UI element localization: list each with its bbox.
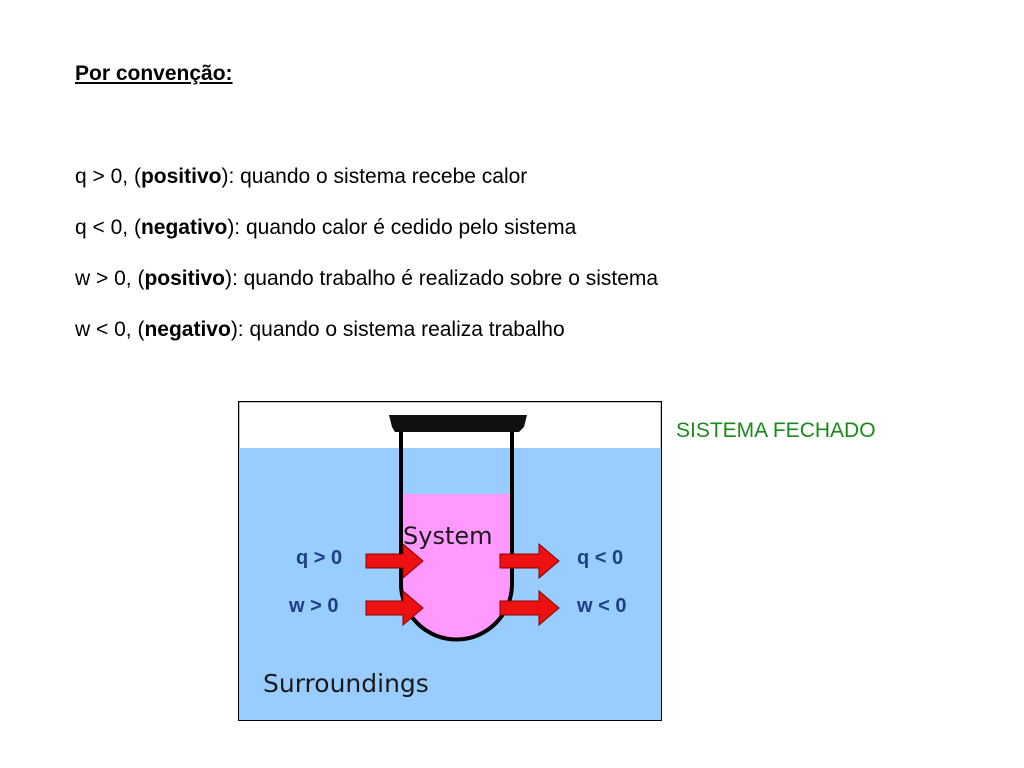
slide-heading: Por convenção: <box>75 62 233 85</box>
arrow-work-out <box>499 589 560 627</box>
system-label: System <box>403 522 493 550</box>
closed-system-label: SISTEMA FECHADO <box>676 419 876 442</box>
system-contents <box>401 494 512 640</box>
rule-text: ): quando o sistema recebe calor <box>221 165 528 188</box>
rule-text: ): quando trabalho é realizado sobre o s… <box>224 267 659 290</box>
rule-w-negative: w < 0, (negativo): quando o sistema real… <box>75 318 565 342</box>
arrow-work-in <box>365 589 424 627</box>
rule-emphasis: negativo <box>144 318 231 341</box>
rule-emphasis: negativo <box>140 216 228 239</box>
arrow-heat-in <box>365 542 424 580</box>
rule-lead: q < 0, ( <box>75 216 141 239</box>
diagram-graphic: System Surroundings <box>238 401 662 721</box>
rule-q-positive: q > 0, (positivo): quando o sistema rece… <box>75 165 527 189</box>
work-out-label: w < 0 <box>577 595 627 617</box>
heat-in-label: q > 0 <box>296 547 343 569</box>
rule-lead: w < 0, ( <box>75 318 145 341</box>
rule-text: ): quando o sistema realiza trabalho <box>230 318 565 341</box>
surroundings-label: Surroundings <box>263 669 429 698</box>
rule-lead: q > 0, ( <box>75 165 141 188</box>
heat-out-label: q < 0 <box>577 547 624 569</box>
rule-w-positive: w > 0, (positivo): quando trabalho é rea… <box>75 267 658 291</box>
rule-q-negative: q < 0, (negativo): quando calor é cedido… <box>75 216 576 240</box>
rule-emphasis: positivo <box>144 267 225 290</box>
work-in-label: w > 0 <box>289 595 339 617</box>
closed-system-diagram: System Surroundings <box>238 401 662 721</box>
rule-lead: w > 0, ( <box>75 267 145 290</box>
stopper <box>389 415 527 432</box>
rule-emphasis: positivo <box>140 165 222 188</box>
rule-text: ): quando calor é cedido pelo sistema <box>227 216 577 239</box>
arrow-heat-out <box>499 542 560 580</box>
